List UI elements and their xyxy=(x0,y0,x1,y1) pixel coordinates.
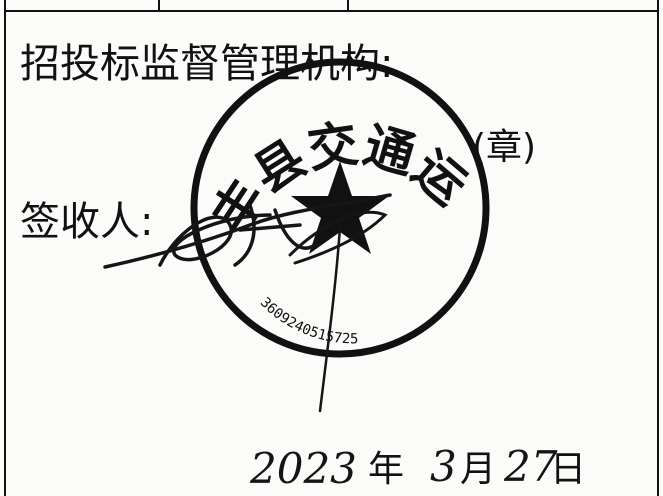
date-month-unit: 月 xyxy=(460,449,497,490)
official-seal-stamp: 丰县交通运输局 3609240515725 xyxy=(185,58,490,358)
signature-tail-stroke xyxy=(318,225,342,413)
handwritten-signature xyxy=(103,193,392,269)
date-month-value: 3 xyxy=(430,442,457,491)
table-border-right xyxy=(657,0,659,496)
seal-star-icon xyxy=(291,161,389,254)
date-day-value: 27 xyxy=(504,442,558,491)
seal-suffix-label: (章) xyxy=(472,127,537,168)
date-year-unit: 年 xyxy=(368,449,405,490)
date-day-unit: 日 xyxy=(550,449,587,490)
table-border-left xyxy=(4,0,6,496)
table-column-divider xyxy=(158,0,160,11)
table-column-divider xyxy=(347,0,349,11)
table-border-top xyxy=(4,10,659,12)
seal-outer-ring xyxy=(190,58,490,358)
signee-label: 签收人: xyxy=(20,199,154,245)
signing-date: 2023 年 3 月 27 日 xyxy=(250,442,610,496)
date-year-value: 2023 xyxy=(250,444,357,493)
